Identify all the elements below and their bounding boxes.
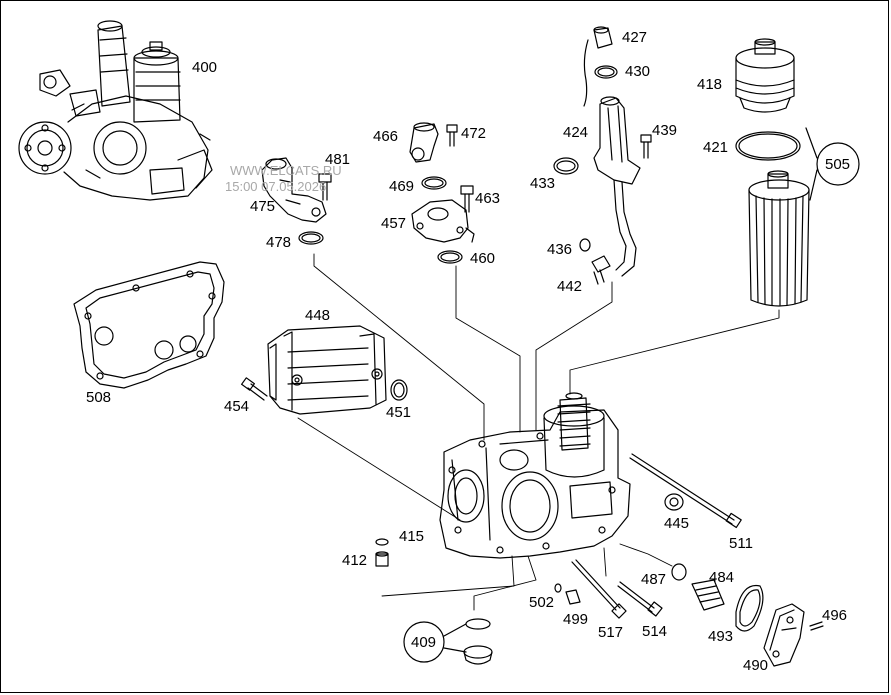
callout-496: 496 bbox=[822, 607, 848, 624]
part-439-bolt-drawing bbox=[640, 134, 652, 159]
callout-478: 478 bbox=[266, 234, 292, 251]
part-448-oil-cooler-drawing bbox=[267, 325, 387, 415]
callout-502: 502 bbox=[529, 594, 555, 611]
callout-493: 493 bbox=[708, 628, 734, 645]
part-412-plug-drawing bbox=[375, 551, 389, 567]
part-514-bolt-drawing bbox=[617, 581, 663, 617]
callout-463: 463 bbox=[475, 190, 501, 207]
part-487-oring-drawing bbox=[671, 563, 687, 581]
callout-505-circle bbox=[816, 142, 860, 186]
callout-475: 475 bbox=[250, 198, 276, 215]
part-466-fitting-drawing bbox=[409, 122, 439, 163]
part-427-dipstick-cap-drawing bbox=[583, 26, 613, 107]
callout-409-bracket bbox=[443, 623, 467, 653]
callout-424: 424 bbox=[563, 124, 589, 141]
part-460-oring-inner bbox=[440, 252, 460, 262]
part-481-bolt-drawing bbox=[318, 173, 332, 201]
part-454-bolt-drawing bbox=[241, 377, 268, 401]
part-421-oring-drawing bbox=[735, 131, 801, 161]
callout-484: 484 bbox=[709, 569, 735, 586]
part-421-oring-inner bbox=[738, 133, 798, 159]
part-433-oring-inner bbox=[556, 160, 576, 172]
callout-505-bracket bbox=[805, 127, 818, 201]
part-478-oring-inner bbox=[301, 233, 321, 243]
callout-430: 430 bbox=[625, 63, 651, 80]
callout-517: 517 bbox=[598, 624, 624, 641]
callout-487: 487 bbox=[641, 571, 667, 588]
callout-442: 442 bbox=[557, 278, 583, 295]
part-451-oring-inner bbox=[393, 382, 405, 398]
callout-445: 445 bbox=[664, 515, 690, 532]
part-511-bolt-drawing bbox=[629, 453, 742, 529]
part-493-seal-drawing bbox=[735, 584, 764, 632]
watermark-site: WWW.ELCATS.RU bbox=[230, 163, 342, 178]
callout-433: 433 bbox=[530, 175, 556, 192]
callout-481: 481 bbox=[325, 151, 351, 168]
part-433-oring-drawing bbox=[553, 157, 579, 175]
part-451-oring-drawing bbox=[390, 379, 408, 401]
part-475-housing-drawing bbox=[261, 157, 327, 223]
callout-418: 418 bbox=[697, 76, 723, 93]
part-478-oring-drawing bbox=[298, 231, 324, 245]
callout-409-circle bbox=[403, 621, 445, 663]
part-496-bolt-drawing bbox=[809, 621, 824, 631]
callout-490: 490 bbox=[743, 657, 769, 674]
callout-454: 454 bbox=[224, 398, 250, 415]
part-502-oring-drawing bbox=[554, 583, 562, 593]
part-418-filter-cap-drawing bbox=[735, 38, 795, 113]
callout-412: 412 bbox=[342, 552, 368, 569]
part-415-oring-drawing bbox=[375, 538, 389, 546]
callout-409: 409 bbox=[411, 634, 437, 651]
callout-466: 466 bbox=[373, 128, 399, 145]
part-442-bolt-drawing bbox=[591, 255, 611, 285]
part-508-gasket-drawing bbox=[73, 261, 225, 389]
part-490-cover-drawing bbox=[763, 603, 805, 667]
part-472-bolt-drawing bbox=[446, 124, 458, 147]
part-400-assembly-drawing bbox=[18, 20, 213, 201]
callout-505: 505 bbox=[825, 156, 851, 173]
main-housing-drawing bbox=[439, 392, 631, 559]
callout-448: 448 bbox=[305, 307, 331, 324]
callout-400: 400 bbox=[192, 59, 218, 76]
callout-508: 508 bbox=[86, 389, 112, 406]
part-457-flange-drawing bbox=[411, 199, 475, 243]
part-505-filter-element-drawing bbox=[748, 170, 810, 307]
part-409-plug-drawing bbox=[463, 645, 493, 665]
callout-439: 439 bbox=[652, 122, 678, 139]
part-460-oring-drawing bbox=[437, 250, 463, 264]
leader-lines bbox=[297, 253, 780, 611]
part-445-plug-drawing bbox=[664, 493, 684, 511]
part-484-thermostat-drawing bbox=[691, 579, 725, 611]
callout-511: 511 bbox=[729, 535, 753, 552]
callout-460: 460 bbox=[470, 250, 496, 267]
watermark-date: 15:00 07.05.2026 bbox=[225, 179, 327, 194]
callout-499: 499 bbox=[563, 611, 589, 628]
callout-421: 421 bbox=[703, 139, 729, 156]
part-436-oring-drawing bbox=[579, 238, 591, 252]
callout-415: 415 bbox=[399, 528, 425, 545]
callout-457: 457 bbox=[381, 215, 407, 232]
part-409-oring-drawing bbox=[465, 618, 491, 630]
part-430-oring-inner bbox=[597, 67, 615, 77]
part-517-bolt-drawing bbox=[571, 559, 627, 619]
callout-514: 514 bbox=[642, 623, 668, 640]
part-469-oring-inner bbox=[424, 178, 444, 188]
part-430-oring-drawing bbox=[594, 65, 618, 79]
part-424-guide-tube-drawing bbox=[593, 96, 641, 277]
callout-436: 436 bbox=[547, 241, 573, 258]
part-499-plug-drawing bbox=[565, 589, 581, 605]
callout-427: 427 bbox=[622, 29, 648, 46]
callout-469: 469 bbox=[389, 178, 415, 195]
part-469-oring-drawing bbox=[421, 176, 447, 190]
callout-472: 472 bbox=[461, 125, 487, 142]
callout-451: 451 bbox=[386, 404, 412, 421]
